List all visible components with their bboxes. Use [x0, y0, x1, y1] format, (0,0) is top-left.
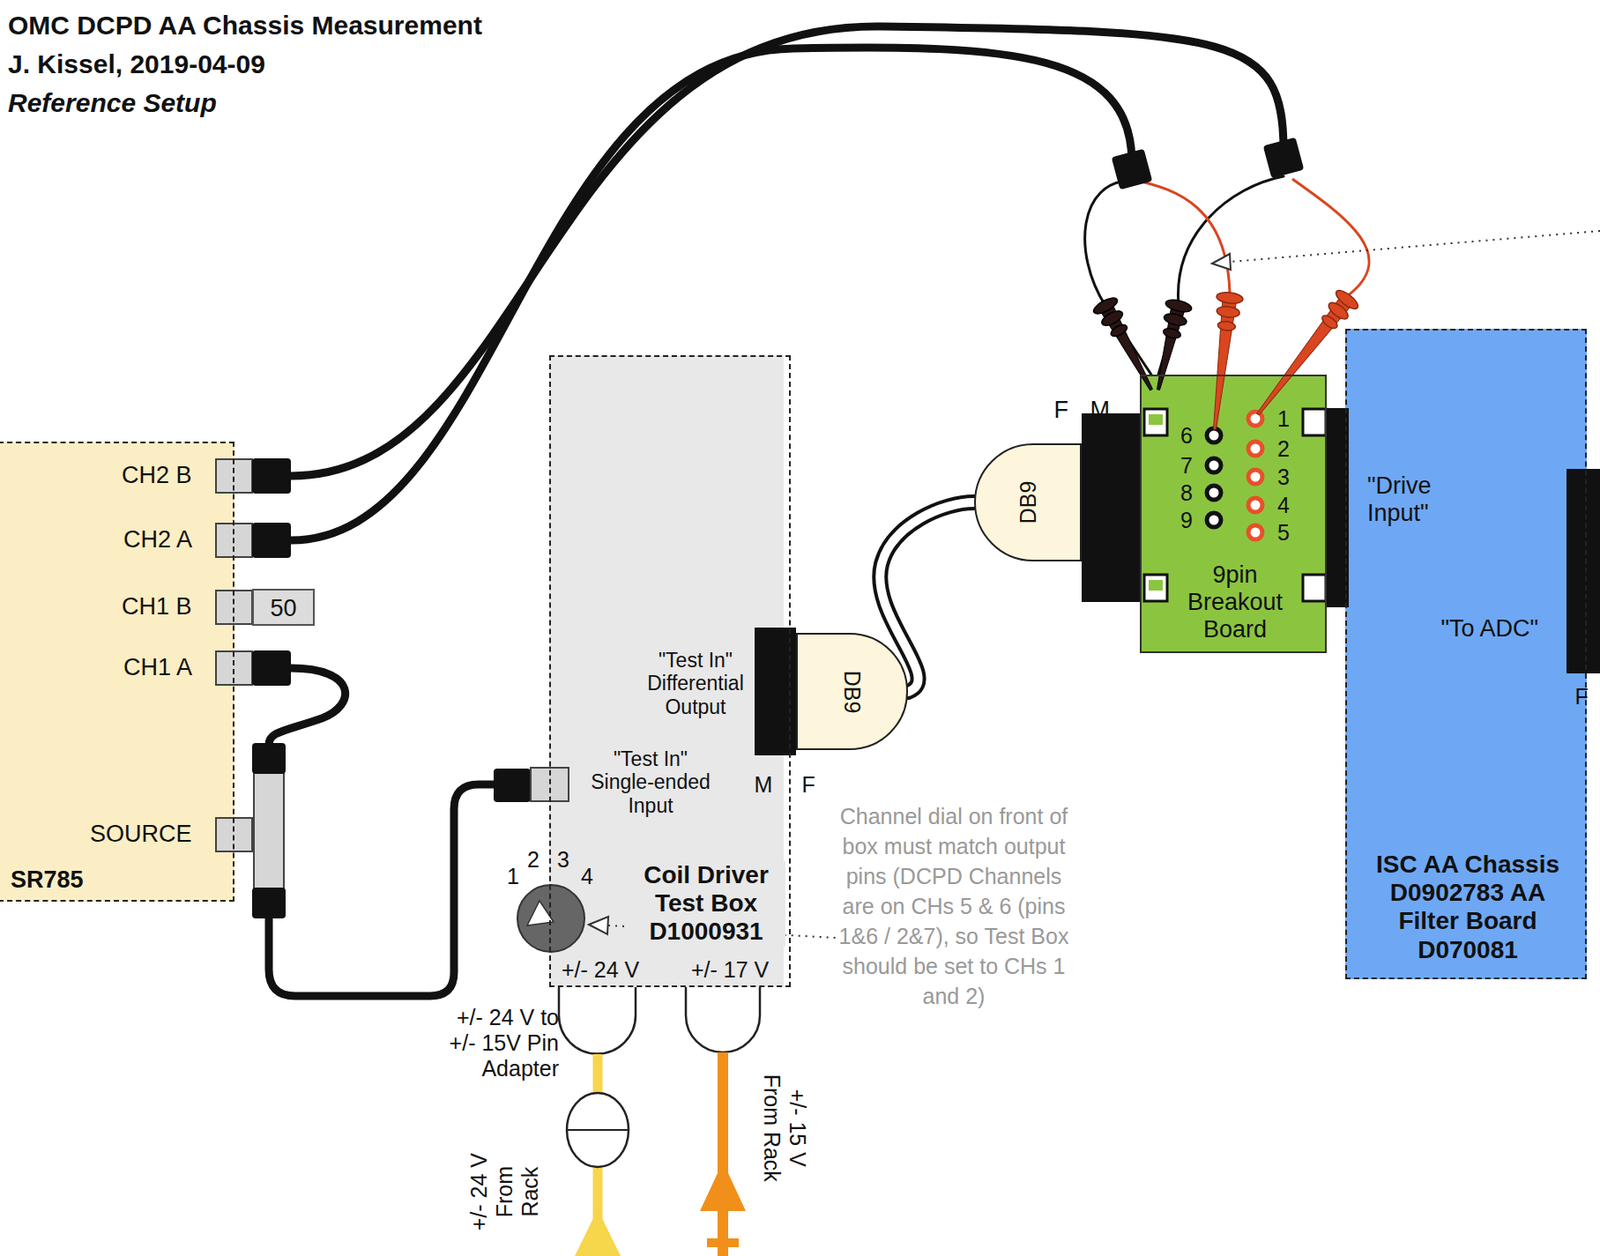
- text-label: 2: [527, 847, 540, 873]
- text-label: 3: [1277, 464, 1290, 491]
- text-label: SOURCE: [89, 820, 193, 849]
- breakout-board: 9pin Breakout Board: [1139, 374, 1327, 654]
- bnc-plug: [252, 743, 286, 774]
- text-label: 1: [506, 863, 520, 890]
- probe-clip: [1247, 287, 1361, 423]
- pin-holes: [1206, 428, 1221, 528]
- node-label: ISC AA Chassis D0902783 AA Filter Board …: [1366, 850, 1570, 965]
- text-label: F: [802, 772, 816, 798]
- text-label: CH1 B: [121, 593, 193, 621]
- chassis-fill: [1345, 328, 1587, 980]
- db9-shell: [1081, 413, 1140, 603]
- power-connector: [685, 987, 760, 1053]
- bnc-plugs: [252, 458, 291, 686]
- leader-line: [1229, 230, 1600, 262]
- text-label: +/- 24 V: [561, 957, 640, 983]
- pin-adapter-seam: [566, 1129, 629, 1132]
- text-label: CH2 B: [121, 461, 193, 490]
- text-label: +/- 24 V to +/- 15V Pin Adapter: [426, 1004, 559, 1081]
- power-connector: [558, 987, 636, 1055]
- leader-arrowhead: [1212, 253, 1231, 270]
- power-arrow: [574, 1209, 621, 1256]
- probe-clip: [1201, 290, 1243, 431]
- text-label: F: [1575, 684, 1589, 710]
- adc-connector: [1566, 468, 1600, 674]
- terminator-box: 50: [252, 588, 315, 626]
- text-label: 2: [1277, 436, 1290, 462]
- test-clips: [1091, 287, 1362, 432]
- power-arrow: [699, 1161, 746, 1212]
- text-label: F: [1054, 396, 1070, 425]
- text-label: "Drive Input": [1367, 472, 1478, 528]
- text-label: M: [754, 772, 774, 798]
- node-label: DB9: [1015, 481, 1042, 525]
- text-label: "Test In" Differential Output: [633, 648, 758, 719]
- channel-dial: [517, 885, 585, 953]
- text-label: 4: [580, 863, 594, 890]
- text-label: Channel dial on front of box must match …: [837, 801, 1072, 1012]
- text-label: "To ADC": [1441, 615, 1540, 643]
- power-cable: [717, 1052, 729, 1256]
- node-label: DB9: [839, 669, 865, 714]
- text-label: 9: [1180, 507, 1193, 534]
- text-label: J. Kissel, 2019-04-09: [7, 49, 266, 81]
- red-lead: [1292, 178, 1370, 297]
- probe-clip: [1091, 295, 1163, 397]
- node-label: SR785: [10, 866, 84, 894]
- rotated-label: +/- 24 V From Rack: [466, 1138, 543, 1245]
- text-label: 4: [1277, 492, 1290, 519]
- diagram-title: OMC DCPD AA Chassis Measurement: [7, 10, 483, 42]
- text-label: 5: [1277, 520, 1290, 546]
- chassis-box: ISC AA Chassis D0902783 AA Filter Board …: [1345, 328, 1587, 980]
- text-label: +/- 17 V: [691, 957, 769, 983]
- probe-clip: [1145, 297, 1193, 394]
- board-fill: [1139, 374, 1327, 654]
- node-label: 9pin Breakout Board: [1173, 561, 1297, 644]
- pin-adapter: [566, 1093, 629, 1168]
- cable-splitter: [1111, 148, 1154, 191]
- cable: [268, 668, 346, 745]
- text-label: M: [1090, 396, 1111, 425]
- pin-holes: [1248, 411, 1263, 540]
- sr785-fill: [0, 441, 235, 902]
- power-arrow-tail: [706, 1238, 739, 1248]
- text-label: 8: [1180, 480, 1193, 507]
- bnc-plug: [493, 768, 531, 803]
- rotated-label: +/- 15 V From Rack: [759, 1062, 811, 1195]
- text-label: CH2 A: [123, 526, 193, 554]
- text-label: Reference Setup: [7, 88, 217, 120]
- node-label: Coil Driver Test Box D1000931: [626, 861, 786, 947]
- cable-splitter: [1263, 137, 1305, 179]
- text-label: 7: [1180, 453, 1193, 479]
- red-lead: [1137, 180, 1230, 293]
- text-label: CH1 A: [123, 654, 193, 682]
- node-label: 50: [253, 595, 313, 623]
- leader-arrowhead: [588, 916, 609, 935]
- cable-path: [1085, 180, 1152, 375]
- text-label: 3: [557, 847, 570, 873]
- db9-connector: DB9: [974, 443, 1082, 562]
- text-label: 6: [1180, 423, 1193, 449]
- text-label: "Test In" Single-ended Input: [584, 747, 717, 818]
- text-label: 1: [1277, 406, 1290, 432]
- bnc-plug: [252, 887, 286, 919]
- db9-connector: DB9: [796, 632, 908, 751]
- bnc-tee: [253, 771, 284, 891]
